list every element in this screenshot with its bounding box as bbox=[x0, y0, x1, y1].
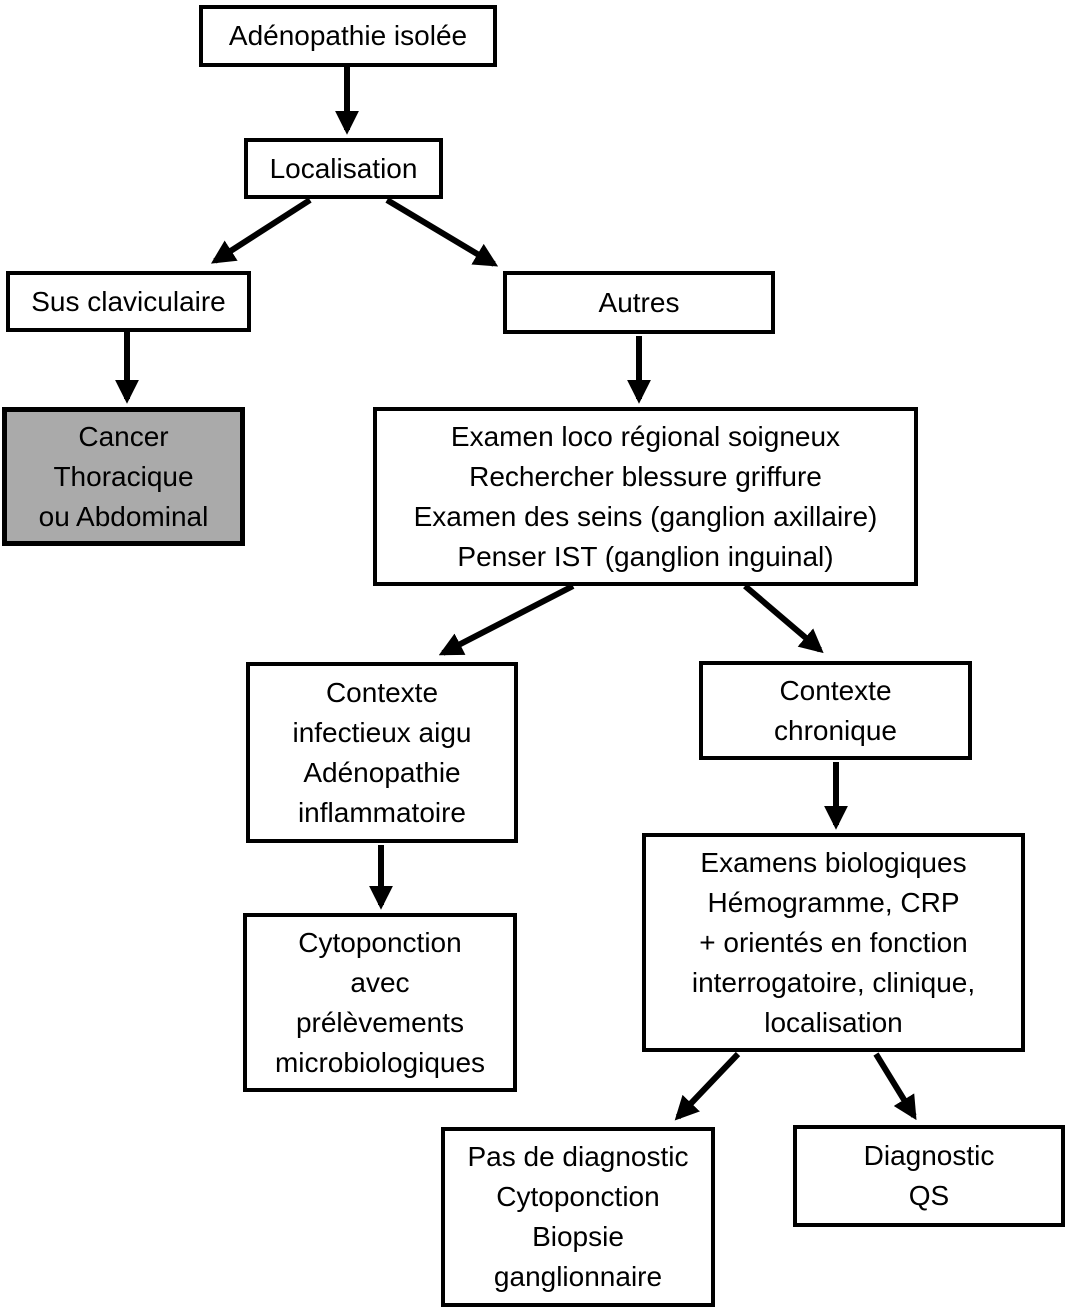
node-examens-biologiques-label: Examens biologiques Hémogramme, CRP + or… bbox=[691, 846, 976, 1038]
arrow-localisation-to-sus-claviculaire bbox=[210, 197, 312, 264]
arrow-examens-biologiques-to-pas-de-diagnostic bbox=[674, 1051, 741, 1121]
node-pas-de-diagnostic: Pas de diagnostic Cytoponction Biopsie g… bbox=[441, 1127, 715, 1307]
node-cancer-thoracique-abdominal-label: Cancer Thoracique ou Abdominal bbox=[38, 420, 209, 532]
node-contexte-chronique-label: Contexte chronique bbox=[774, 674, 897, 746]
node-pas-de-diagnostic-label: Pas de diagnostic Cytoponction Biopsie g… bbox=[467, 1141, 689, 1292]
node-adenopathie-isolee: Adénopathie isolée bbox=[199, 5, 497, 67]
arrow-examen-loco-to-contexte-chronique bbox=[743, 583, 824, 654]
node-cytoponction-prelevements-label: Cytoponction avec prélèvements microbiol… bbox=[274, 926, 486, 1078]
node-examen-loco-regional-label: Examen loco régional soigneux Rechercher… bbox=[413, 420, 878, 572]
node-cytoponction-prelevements: Cytoponction avec prélèvements microbiol… bbox=[243, 913, 517, 1092]
node-localisation: Localisation bbox=[244, 138, 443, 199]
node-contexte-infectieux-aigu: Contexte infectieux aigu Adénopathie inf… bbox=[246, 662, 518, 843]
node-autres-label: Autres bbox=[598, 286, 680, 318]
node-localisation-label: Localisation bbox=[269, 152, 418, 184]
node-examen-loco-regional: Examen loco régional soigneux Rechercher… bbox=[373, 407, 918, 586]
arrow-examens-biologiques-to-diagnostic-qs bbox=[873, 1052, 917, 1121]
arrow-localisation-to-autres bbox=[385, 197, 499, 267]
node-diagnostic-qs-label: Diagnostic QS bbox=[863, 1140, 995, 1211]
node-cancer-thoracique-abdominal: Cancer Thoracique ou Abdominal bbox=[2, 407, 245, 546]
node-adenopathie-isolee-label: Adénopathie isolée bbox=[228, 20, 468, 51]
node-autres: Autres bbox=[503, 271, 775, 334]
node-sus-claviculaire: Sus claviculaire bbox=[6, 271, 251, 332]
node-diagnostic-qs: Diagnostic QS bbox=[793, 1125, 1065, 1227]
node-sus-claviculaire-label: Sus claviculaire bbox=[31, 285, 226, 317]
node-contexte-chronique: Contexte chronique bbox=[699, 661, 972, 760]
node-contexte-infectieux-aigu-label: Contexte infectieux aigu Adénopathie inf… bbox=[292, 676, 472, 828]
node-examens-biologiques: Examens biologiques Hémogramme, CRP + or… bbox=[642, 833, 1025, 1052]
arrow-examen-loco-to-contexte-infectieux bbox=[438, 583, 575, 656]
